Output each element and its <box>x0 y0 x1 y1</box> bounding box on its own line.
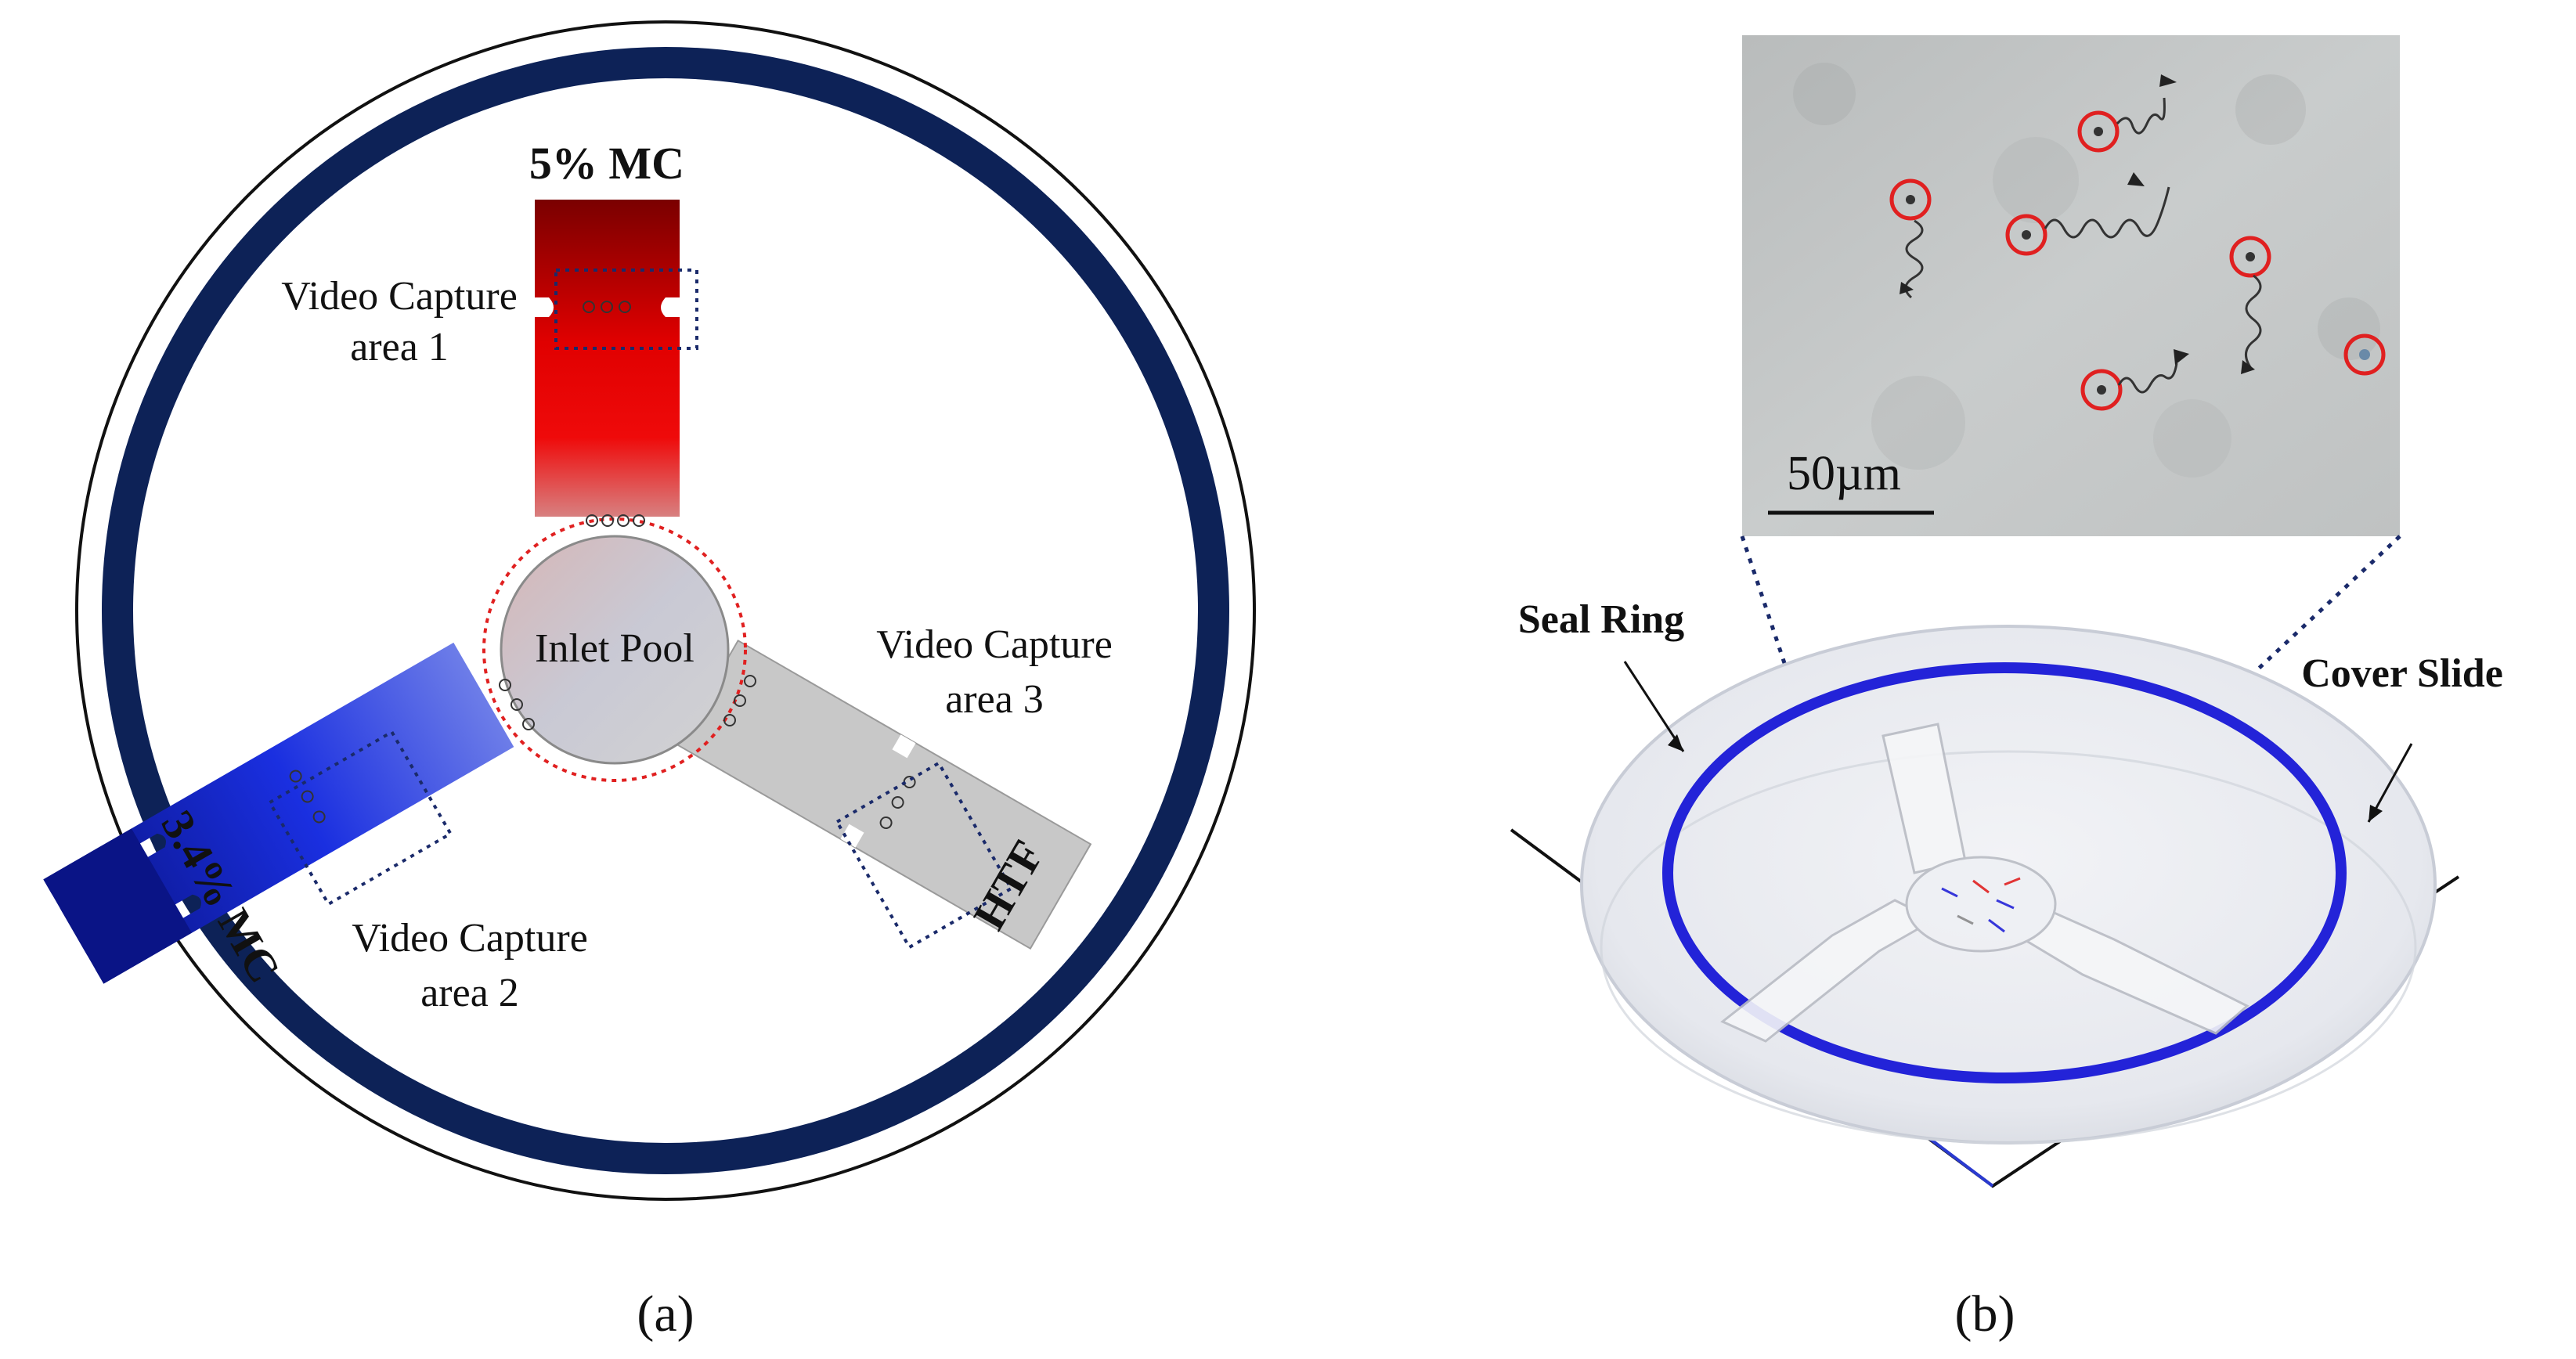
scale-bar-label: 50µm <box>1787 447 1901 500</box>
video-capture-box-1 <box>554 269 698 350</box>
inlet-pool <box>500 535 730 765</box>
trajectory-4 <box>2245 274 2262 370</box>
caption-b: (b) <box>1955 1285 2015 1343</box>
cell-circle-4 <box>2229 236 2271 278</box>
label-capture3-line2: area 3 <box>945 677 1044 722</box>
panel-a-chip-diagram: 5% MC 3.4% MC HTF Inlet Pool Video Captu… <box>43 20 1256 1343</box>
label-capture1-line2: area 1 <box>350 325 449 369</box>
label-capture3-line1: Video Capture <box>876 622 1113 667</box>
micrograph-texture <box>1793 63 2380 478</box>
pool-pores <box>499 514 756 730</box>
label-capture1-line1: Video Capture <box>281 274 518 319</box>
cover-slide-edge <box>1600 750 2417 1145</box>
cell-circle-3 <box>2077 110 2120 153</box>
micrograph-inset <box>1742 35 2400 536</box>
arm-3p4pct-mc <box>43 642 514 984</box>
caption-a: (a) <box>637 1285 694 1343</box>
seal-ring-arrow <box>1623 661 1685 752</box>
label-seal-ring: Seal Ring <box>1518 597 1684 642</box>
mini-chip <box>1720 723 2249 1043</box>
trajectory-3 <box>2116 97 2166 135</box>
video-capture-box-3 <box>835 761 1014 950</box>
label-cover-slide: Cover Slide <box>2301 651 2503 696</box>
arm-5pct-mc <box>535 200 680 517</box>
label-5pct-mc: 5% MC <box>529 138 684 189</box>
cell-circle-5 <box>2080 369 2123 411</box>
seal-ring <box>1662 662 2347 1083</box>
cell-circle-2 <box>2005 214 2047 256</box>
trajectory-2 <box>2044 186 2170 239</box>
label-capture2-line1: Video Capture <box>352 916 588 961</box>
label-inlet-pool: Inlet Pool <box>535 626 695 671</box>
capture1-pores <box>583 301 631 313</box>
cell-circle-6 <box>2343 333 2386 376</box>
inlet-pool-dotted-outline <box>482 517 747 782</box>
trajectory-5 <box>2117 362 2178 394</box>
trajectory-1 <box>1904 219 1924 299</box>
label-capture2-line2: area 2 <box>420 971 519 1015</box>
video-capture-box-2 <box>267 730 453 907</box>
outer-navy-ring <box>102 47 1229 1174</box>
panel-b-device-photo: 50µm <box>1510 35 2503 1343</box>
sperm-cells <box>1889 74 2386 411</box>
cell-circle-1 <box>1889 178 1932 221</box>
